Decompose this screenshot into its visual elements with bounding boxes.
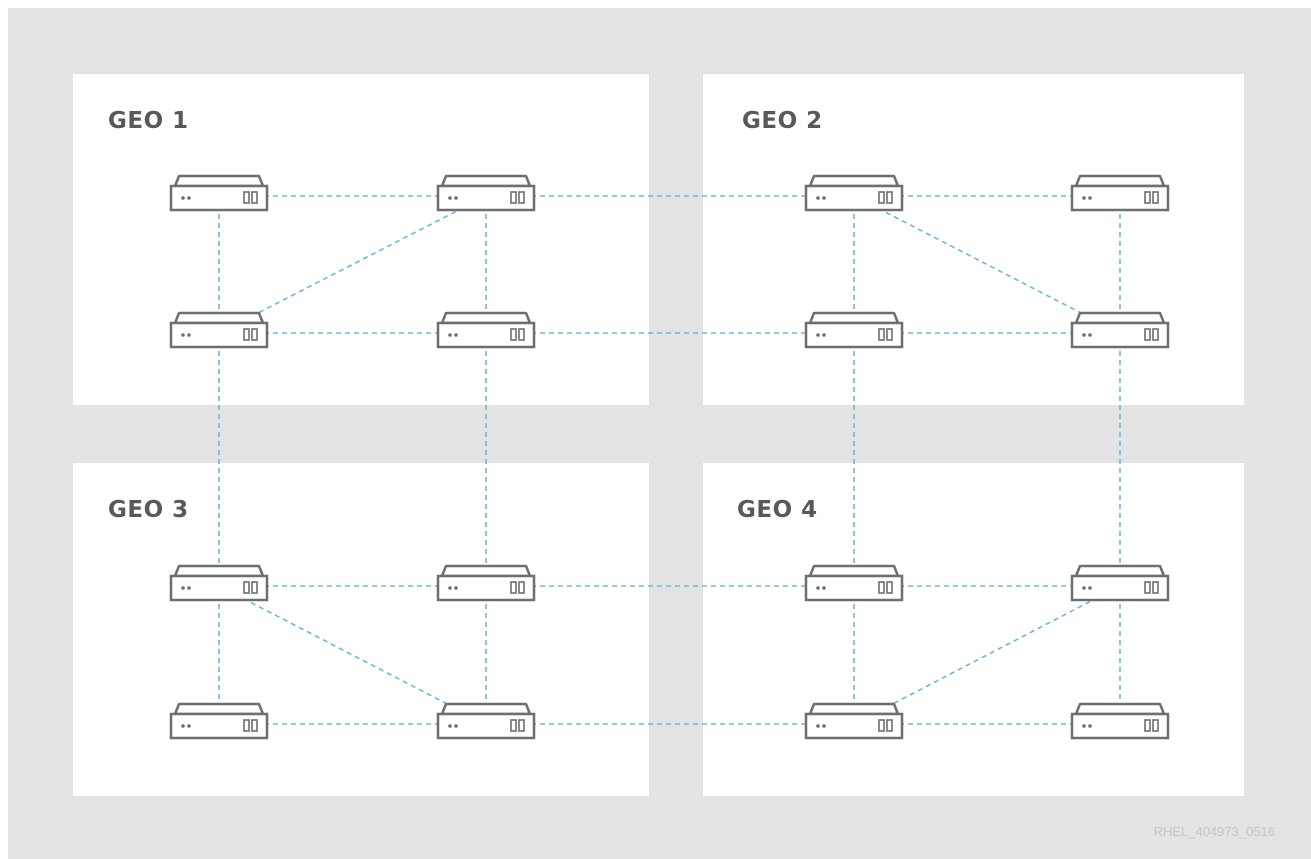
link-g2a-g2d (853, 195, 1121, 334)
server-icon (1070, 311, 1170, 349)
servers-layer (169, 174, 1170, 740)
geo-1-label: GEO 1 (108, 108, 189, 134)
server-icon (804, 702, 904, 740)
geo-4-region (703, 463, 1244, 796)
geo-2-region (703, 74, 1244, 405)
server-icon (804, 311, 904, 349)
image-id-watermark: RHEL_404973_0516 (1153, 824, 1275, 839)
server-icon (1070, 564, 1170, 602)
geo-2-label: GEO 2 (742, 108, 823, 134)
geo-4-label: GEO 4 (737, 497, 818, 523)
geo-1-region (73, 74, 649, 405)
server-icon (1070, 702, 1170, 740)
server-icon (436, 311, 536, 349)
server-icon (169, 702, 269, 740)
server-icon (169, 174, 269, 212)
server-icon (169, 311, 269, 349)
server-icon (169, 564, 269, 602)
server-icon (804, 564, 904, 602)
server-icon (1070, 174, 1170, 212)
links-layer (218, 195, 1121, 725)
link-g4c-g4b (853, 585, 1121, 725)
server-icon (804, 174, 904, 212)
geo-3-region (73, 463, 649, 796)
server-icon (436, 702, 536, 740)
geo-3-label: GEO 3 (108, 497, 189, 523)
server-icon (436, 174, 536, 212)
server-icon (436, 564, 536, 602)
